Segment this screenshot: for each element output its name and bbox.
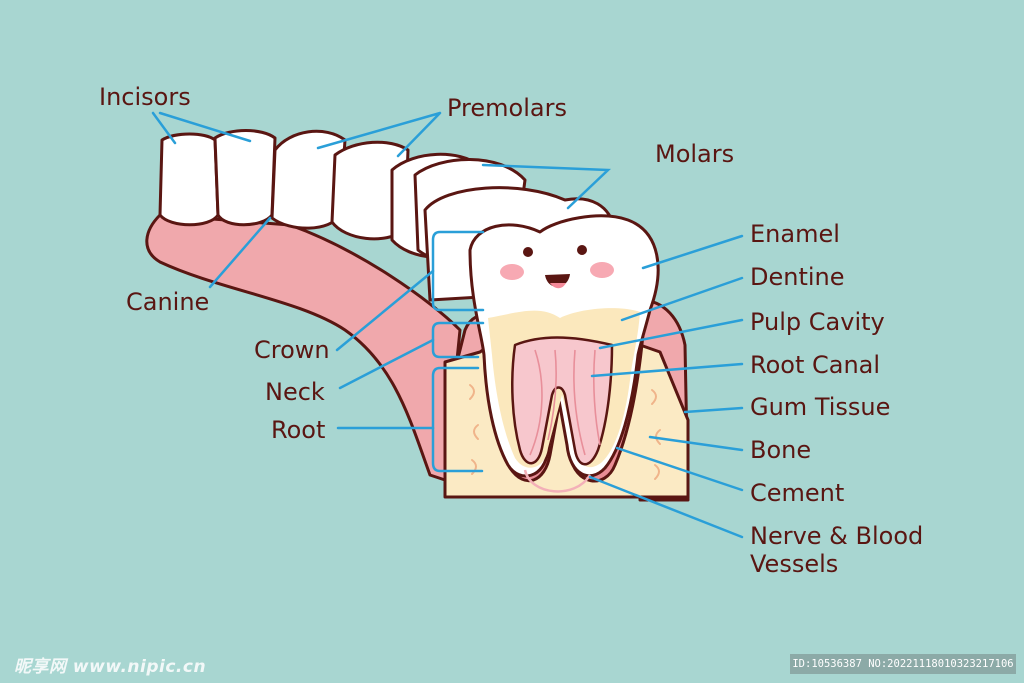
- label-canine: Canine: [126, 288, 210, 316]
- label-premolars: Premolars: [447, 94, 567, 122]
- label-enamel: Enamel: [750, 220, 840, 248]
- label-incisors: Incisors: [99, 83, 191, 111]
- leader-dentine: [620, 276, 744, 322]
- incisor-tooth-2: [213, 129, 277, 227]
- leader-nerve: [588, 475, 744, 539]
- leader-pulp-cavity: [598, 318, 744, 350]
- leader-canine: [208, 216, 272, 289]
- bone-texture: [469, 384, 661, 480]
- leader-cement: [615, 446, 744, 492]
- root-canal-nerves: [529, 349, 601, 456]
- watermark-left: 昵享网 www.nipic.cn: [14, 657, 207, 677]
- label-neck: Neck: [265, 378, 325, 406]
- label-cement: Cement: [750, 479, 845, 507]
- label-gum-tissue: Gum Tissue: [750, 393, 891, 421]
- leader-lines: [151, 111, 744, 539]
- leader-incisors: [151, 111, 252, 145]
- leader-neck: [338, 338, 435, 390]
- label-nerve-blood-vessels: Nerve & Blood Vessels: [750, 522, 924, 578]
- label-root-canal: Root Canal: [750, 351, 881, 379]
- label-molars: Molars: [655, 140, 735, 168]
- incisor-tooth-1: [158, 132, 220, 227]
- leader-gum-tissue: [683, 406, 744, 414]
- label-pulp-cavity: Pulp Cavity: [750, 308, 885, 336]
- nerve-loop: [523, 469, 592, 493]
- leader-root-canal: [590, 362, 744, 378]
- label-crown: Crown: [254, 336, 330, 364]
- label-root: Root: [271, 416, 326, 444]
- label-dentine: Dentine: [750, 263, 845, 291]
- leader-enamel: [641, 234, 744, 270]
- leader-molars: [481, 163, 612, 210]
- leader-premolars: [316, 111, 442, 158]
- leader-crown: [335, 269, 435, 352]
- gum-band: [145, 213, 462, 482]
- label-bone: Bone: [750, 436, 812, 464]
- tooth-face: [500, 245, 614, 289]
- leader-bone: [648, 435, 744, 452]
- watermark-id: ID:10536387 NO:20221118010323217106: [790, 654, 1016, 674]
